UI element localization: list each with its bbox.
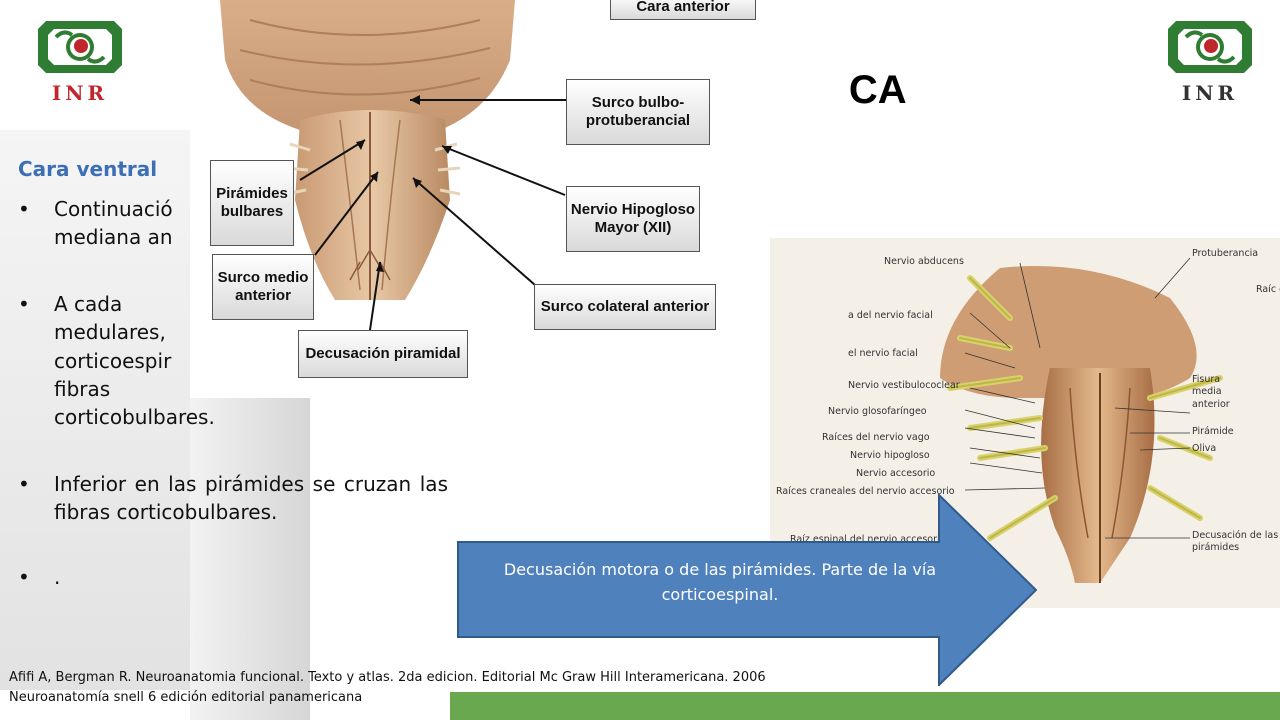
label-protuberancia: Protuberancia	[1192, 248, 1259, 259]
label-raiz-espinal: Raíz espinal del nervio accesorio	[790, 534, 946, 545]
medulla-ventral-diagram: Cara anterior Surco bulbo-protuberancial…	[190, 0, 848, 398]
footer-bar	[450, 692, 1280, 720]
label-nervio-hipogloso: Nervio hipogloso	[850, 450, 930, 461]
label-surco-bulbo-protuberancial: Surco bulbo-protuberancial	[566, 79, 710, 145]
reference-item: Neuroanatomía snell 6 edición editorial …	[9, 690, 363, 706]
label-nervio-hipogloso: Nervio Hipogloso Mayor (XII)	[566, 186, 700, 252]
callout-arrow	[457, 494, 1037, 686]
bullet-icon: •	[18, 197, 30, 221]
label-surco-colateral-anterior: Surco colateral anterior	[534, 284, 716, 330]
bullet-icon: •	[18, 291, 30, 316]
bullet-item: • A cada medulares, corticoespir fibras …	[18, 290, 215, 432]
inr-logo-right: INR	[1140, 0, 1280, 120]
label-raic: Raíc de	[1256, 284, 1280, 295]
brainstem-illustration	[940, 257, 1223, 583]
inr-logo-left: INR	[0, 0, 160, 120]
label-oliva: Oliva	[1192, 443, 1217, 454]
bullet-item: • Continuació mediana an	[18, 195, 198, 252]
label-piramides-bulbares: Pirámides bulbares	[210, 160, 294, 246]
inr-emblem-icon	[32, 15, 128, 79]
label-raices-craneales: Raíces craneales del nervio accesorio	[776, 486, 955, 497]
callout-text: Decusación motora o de las pirámides. Pa…	[503, 560, 937, 604]
logo-text: INR	[1181, 81, 1239, 105]
logo-text: INR	[51, 81, 109, 105]
label-cara-anterior: Cara anterior	[610, 0, 756, 20]
label-del-nervio-facial-b: el nervio facial	[848, 348, 918, 359]
background-panel	[0, 130, 190, 690]
reference-item: Afifi A, Bergman R. Neuroanatomia funcio…	[9, 670, 766, 685]
bullet-list: • Continuació mediana an • A cada medula…	[18, 195, 448, 591]
label-decusacion-piramidal: Decusación piramidal	[298, 330, 468, 378]
references: Afifi A, Bergman R. Neuroanatomia funcio…	[9, 668, 766, 708]
label-nervio-abducens: Nervio abducens	[884, 256, 964, 267]
bullet-item: • Inferior en las pirámides se cruzan la…	[18, 470, 448, 527]
label-del-nervio-facial-a: a del nervio facial	[848, 310, 933, 321]
label-surco-medio-anterior: Surco medio anterior	[212, 254, 314, 320]
bullet-icon: •	[18, 471, 30, 496]
inr-emblem-icon	[1162, 15, 1258, 79]
section-subheading: Cara ventral	[18, 157, 158, 181]
bullet-item: • .	[18, 563, 448, 591]
bullet-icon: •	[18, 564, 30, 589]
label-nervio-accesorio: Nervio accesorio	[856, 468, 936, 479]
label-glosofaringeo: Nervio glosofaríngeo	[828, 406, 927, 417]
medulla-illustration	[220, 0, 568, 331]
label-fisura-media-anterior: Fisura media anterior	[1192, 374, 1230, 410]
label-piramide: Pirámide	[1192, 426, 1234, 437]
label-decusacion-piramides: Decusación de las pirámides	[1192, 530, 1279, 554]
label-raices-vago: Raíces del nervio vago	[822, 432, 930, 443]
label-vestibulococlear: Nervio vestibulococlear	[848, 380, 960, 391]
